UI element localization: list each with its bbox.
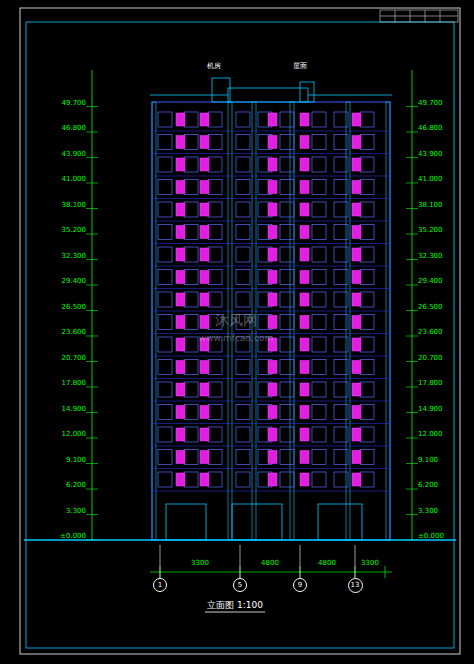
level-mark: 32.300 [418,253,443,260]
level-mark: 23.600 [62,329,87,336]
level-mark: 9.100 [418,457,438,464]
level-mark: 12.000 [62,431,87,438]
level-mark: 17.800 [418,380,443,387]
level-mark: 41.000 [418,176,443,183]
level-mark: 49.700 [418,100,443,107]
level-mark: 49.700 [62,100,87,107]
inner-frame [26,22,454,648]
watermark: 沐风网 [215,313,257,327]
sheet-frame [20,8,460,654]
level-mark: 38.100 [62,202,87,209]
level-mark: 9.100 [66,457,86,464]
level-mark: 26.500 [62,304,87,311]
axis-number: 9 [298,582,302,589]
level-mark: 46.800 [62,125,87,132]
watermark: www.mfcad.com [199,334,273,343]
level-mark: ±0.000 [418,533,444,540]
level-mark: 3.300 [66,508,86,515]
dimension: 4800 [261,560,279,567]
level-mark: 41.000 [62,176,87,183]
level-mark: 43.900 [62,151,87,158]
dimension: 3300 [191,560,209,567]
level-mark: 29.400 [62,278,87,285]
level-mark: 26.500 [418,304,443,311]
level-mark: 38.100 [418,202,443,209]
dimension: 3300 [361,560,379,567]
level-mark: 12.000 [418,431,443,438]
axis-bubble: 9 [293,578,307,592]
title-underline [205,612,265,613]
drawing-title: 立面图 1:100 [207,601,263,610]
room-label: 机房 [207,63,221,70]
level-mark: 17.800 [62,380,87,387]
level-mark: 14.900 [418,406,443,413]
level-scales [86,70,418,540]
level-mark: 29.400 [418,278,443,285]
level-mark: 14.900 [62,406,87,413]
level-mark: 46.800 [418,125,443,132]
level-mark: 32.300 [62,253,87,260]
axis-number: 5 [238,582,242,589]
level-mark: 20.700 [62,355,87,362]
level-mark: 6.200 [418,482,438,489]
level-mark: 43.900 [418,151,443,158]
building-elevation [150,78,392,540]
dimension: 4800 [318,560,336,567]
level-mark: 35.200 [418,227,443,234]
level-mark: 35.200 [62,227,87,234]
room-label: 屋面 [293,63,307,70]
axis-leaders [160,545,355,578]
level-mark: 20.700 [418,355,443,362]
level-mark: 6.200 [66,482,86,489]
level-mark: ±0.000 [60,533,86,540]
axis-number: 13 [351,582,360,589]
level-mark: 23.600 [418,329,443,336]
axis-bubble: 1 [153,578,167,592]
title-block [380,10,458,22]
level-mark: 3.300 [418,508,438,515]
axis-number: 1 [158,582,162,589]
dimension-line [150,566,392,578]
ground-line [24,539,456,541]
axis-bubble: 13 [348,578,363,593]
axis-bubble: 5 [233,578,247,592]
